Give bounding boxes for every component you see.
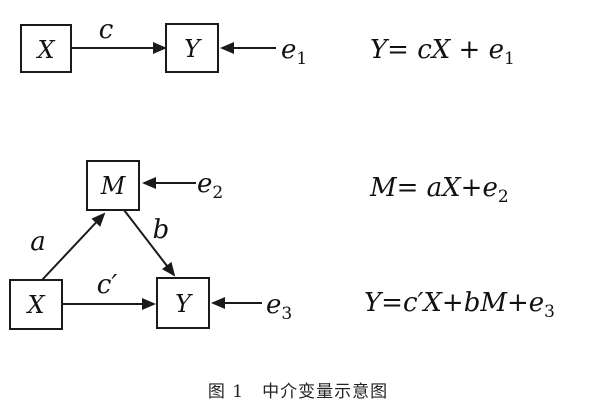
box-y-1 <box>165 23 219 73</box>
box-y-2 <box>156 277 210 329</box>
label-m: M <box>100 172 127 200</box>
simple-model: X c Y e1 Y= cX + e1 <box>20 15 515 73</box>
label-y-1: Y <box>184 35 202 63</box>
label-y-2: Y <box>175 290 193 318</box>
label-x-1: X <box>35 36 55 64</box>
equation-y: Y=c′X+bM+e3 <box>364 288 555 322</box>
path-c-prime-label: c′ <box>97 270 118 300</box>
equation-1: Y= cX + e1 <box>370 35 515 69</box>
label-x-2: X <box>25 291 45 319</box>
path-a-label: a <box>30 227 46 257</box>
mediation-model: M e2 X Y a b c′ e3 M= aX+e2 Y=c′X+bM+e3 <box>9 160 555 330</box>
box-m <box>86 160 140 211</box>
equation-m: M= aX+e2 <box>369 173 509 207</box>
path-b-label: b <box>153 215 170 245</box>
path-c-label: c <box>99 15 114 45</box>
arrow-m-to-y <box>123 209 176 277</box>
box-x-2 <box>9 279 63 330</box>
error-e1: e1 <box>281 35 307 69</box>
figure-caption: 图 1 中介变量示意图 <box>208 382 388 402</box>
arrow-x-to-m <box>41 212 106 281</box>
error-e2: e2 <box>197 169 223 203</box>
box-x-1 <box>20 24 72 73</box>
error-e3: e3 <box>266 290 292 324</box>
